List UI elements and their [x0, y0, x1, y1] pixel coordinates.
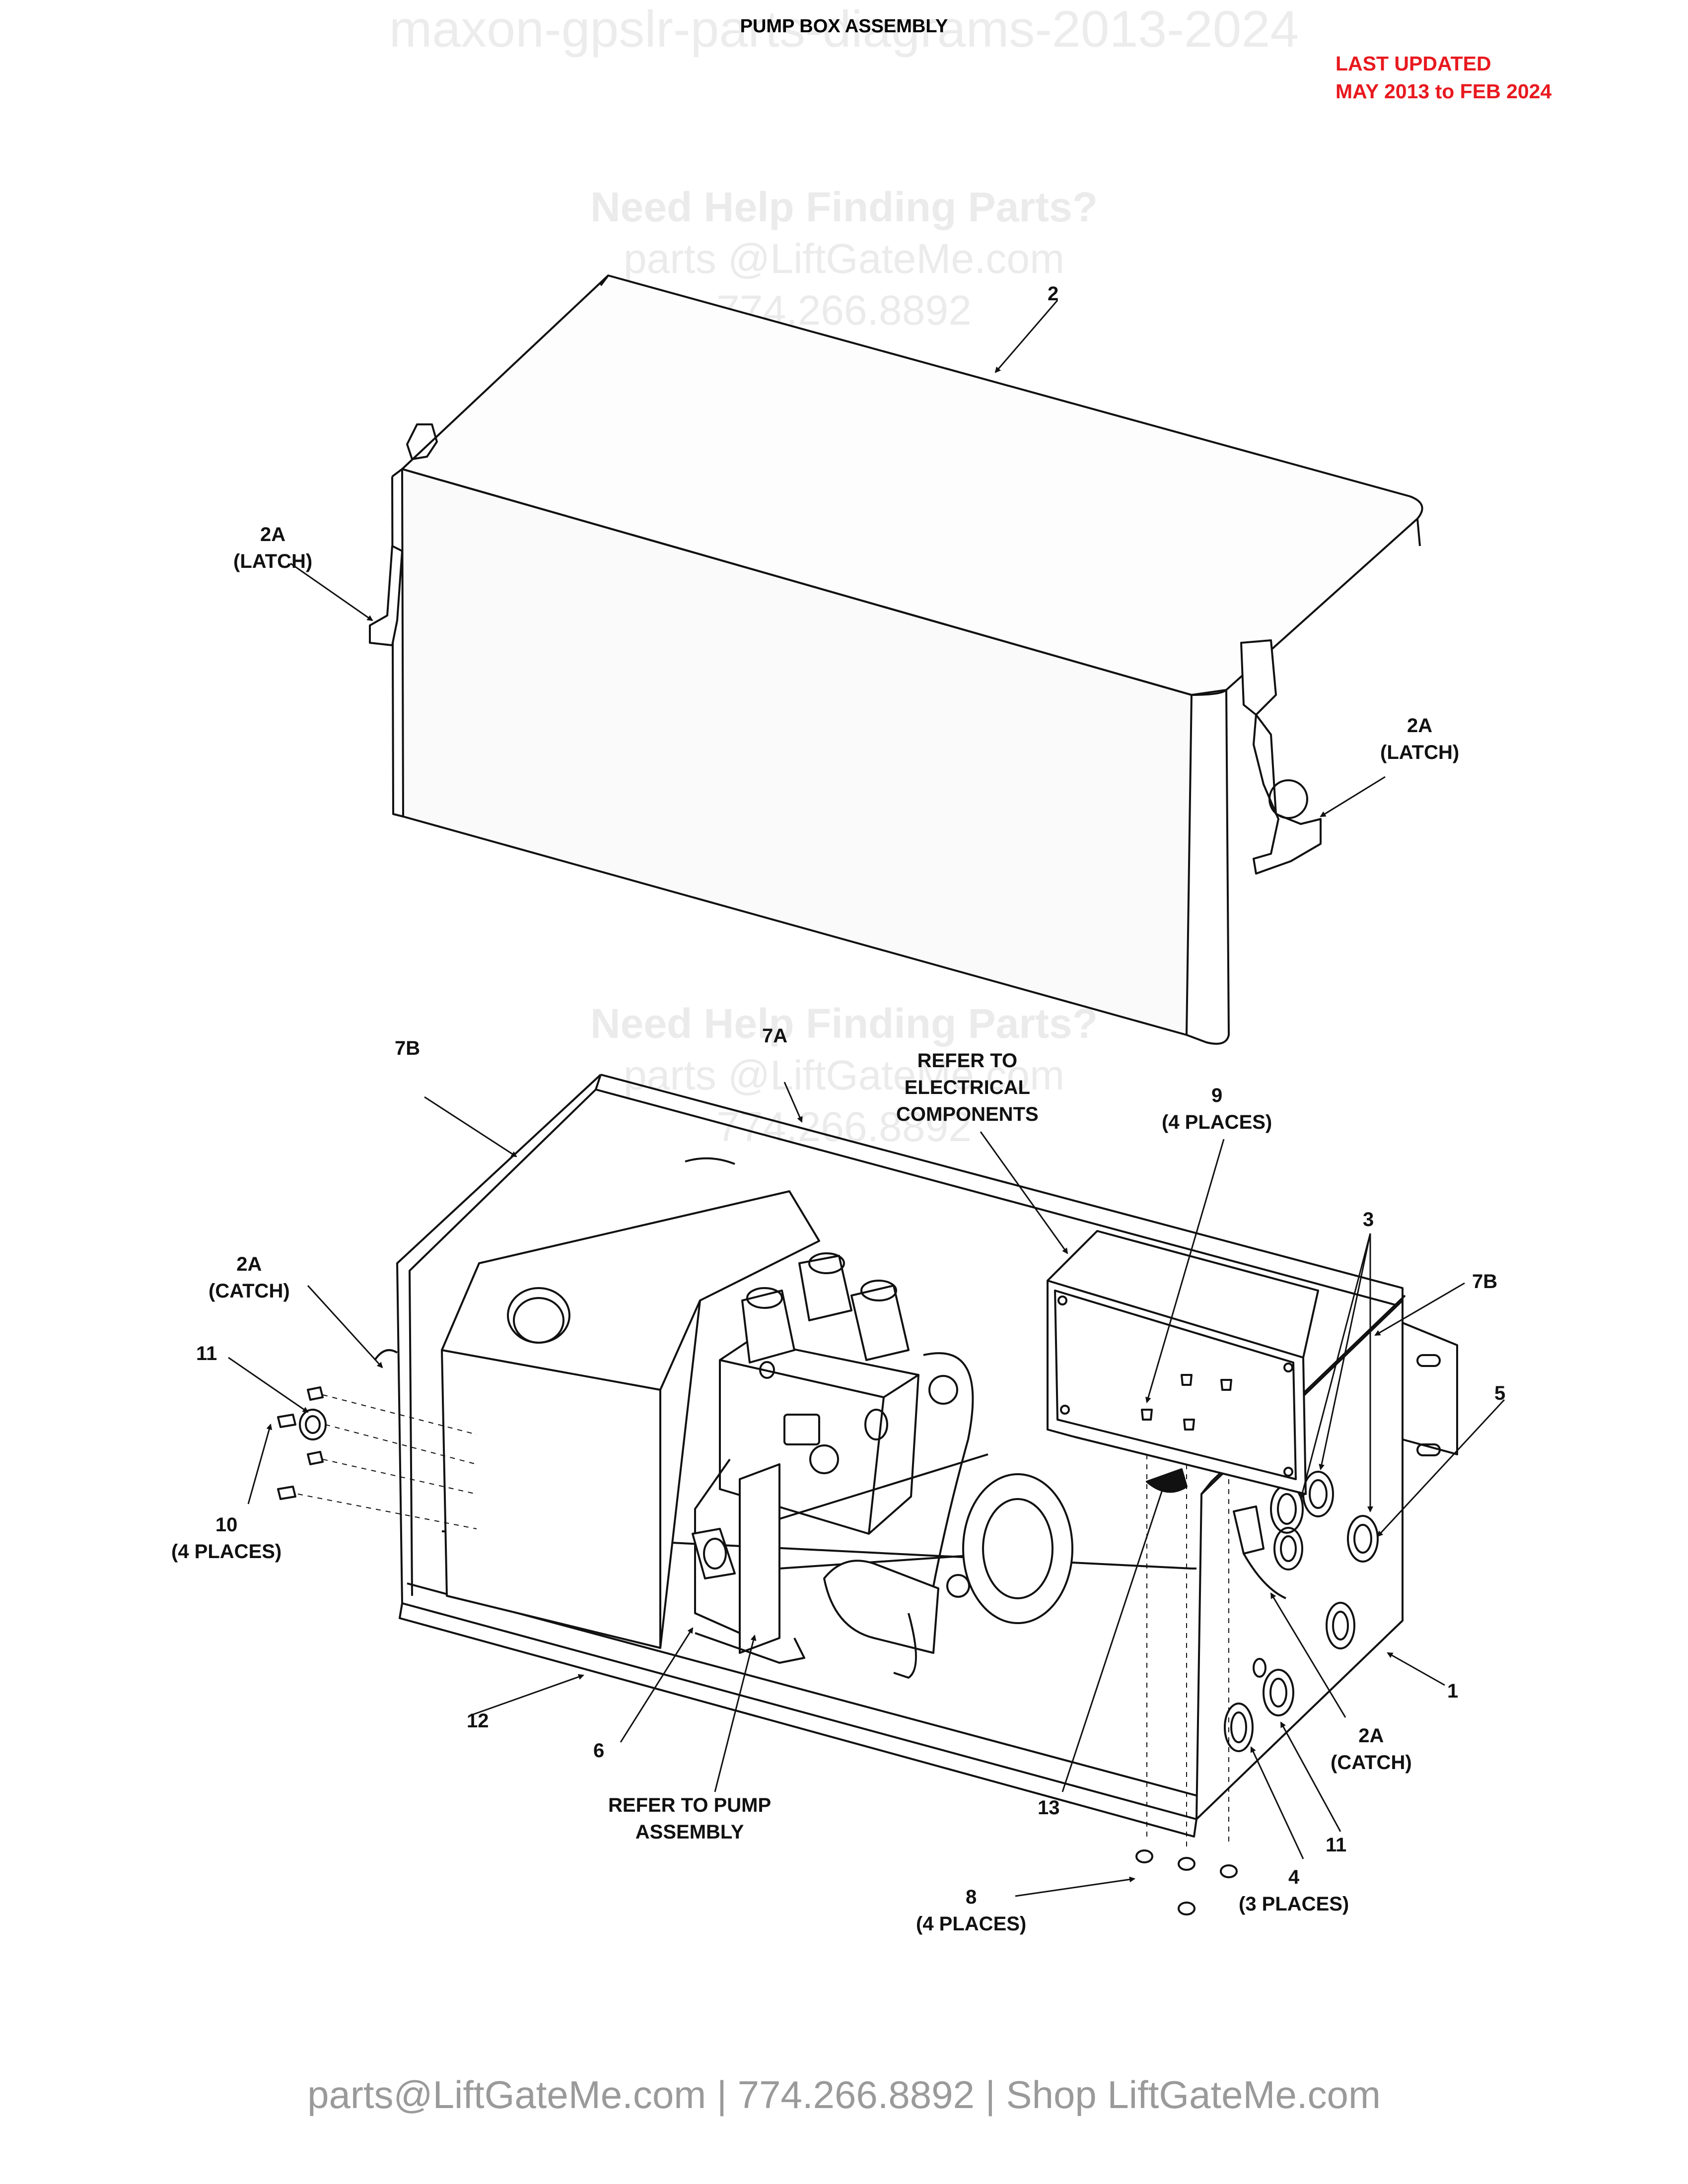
- refer-electrical-line1: REFER TO: [917, 1050, 1018, 1072]
- help-watermark-line1: Need Help Finding Parts?: [590, 184, 1098, 230]
- reservoir-art: [441, 1157, 820, 1649]
- footer-contact: parts@LiftGateMe.com | 774.266.8892 | Sh…: [307, 2073, 1381, 2116]
- help-watermark-line3: 774.266.8892: [716, 1103, 972, 1150]
- callout-5: 5: [1494, 1382, 1506, 1404]
- last-updated-note: LAST UPDATED MAY 2013 to FEB 2024: [1336, 50, 1551, 105]
- callout-3: 3: [1363, 1209, 1374, 1230]
- callout-9-num: 9: [1211, 1085, 1223, 1106]
- help-watermark-middle: Need Help Finding Parts? parts @LiftGate…: [0, 998, 1688, 1153]
- callout-2a-latch-right-num: 2A: [1407, 715, 1433, 737]
- callout-2a-latch-right-desc: (LATCH): [1380, 742, 1460, 763]
- last-updated-line1: LAST UPDATED: [1336, 52, 1491, 75]
- callout-10-desc: (4 PLACES): [171, 1541, 282, 1563]
- fastener-art: [1135, 1374, 1238, 1915]
- callout-8: 8 (4 PLACES): [916, 1884, 1026, 1937]
- help-watermark-line2: parts @LiftGateMe.com: [623, 1052, 1065, 1098]
- callout-1: 1: [1447, 1680, 1459, 1702]
- callout-13: 13: [1038, 1797, 1060, 1819]
- electrical-box-art: [1047, 1230, 1319, 1495]
- callout-refer-electrical: REFER TO ELECTRICAL COMPONENTS: [896, 1047, 1039, 1128]
- latch-left-art: [369, 423, 438, 646]
- callout-2a-latch-left: 2A (LATCH): [233, 521, 312, 575]
- callout-7b-left: 7B: [395, 1037, 421, 1059]
- callout-8-desc: (4 PLACES): [916, 1913, 1027, 1935]
- callout-refer-pump: REFER TO PUMP ASSEMBLY: [608, 1792, 771, 1845]
- callout-7b-right: 7B: [1472, 1271, 1498, 1293]
- callout-6: 6: [593, 1740, 605, 1762]
- watermark-title: maxon-gpslr-parts-diagrams-2013-2024: [389, 0, 1299, 58]
- callout-10: 10 (4 PLACES): [171, 1511, 281, 1565]
- help-watermark-top: Need Help Finding Parts? parts @LiftGate…: [0, 181, 1688, 336]
- callout-2a-catch-right-num: 2A: [1358, 1725, 1384, 1747]
- latch-right-art: [1240, 639, 1322, 875]
- callout-2: 2: [1048, 283, 1059, 305]
- callout-2a-catch-right: 2A (CATCH): [1331, 1722, 1412, 1776]
- callout-2a-catch-right-desc: (CATCH): [1331, 1752, 1412, 1774]
- callout-11-right: 11: [1326, 1834, 1347, 1856]
- motor-art: [692, 1453, 1073, 1679]
- callout-2a-latch-right: 2A (LATCH): [1380, 712, 1459, 766]
- callout-9-desc: (4 PLACES): [1162, 1111, 1272, 1133]
- refer-pump-line2: ASSEMBLY: [635, 1821, 744, 1843]
- callout-9: 9 (4 PLACES): [1162, 1082, 1272, 1136]
- callout-4: 4 (3 PLACES): [1239, 1864, 1349, 1917]
- callout-10-num: 10: [215, 1514, 238, 1536]
- callout-2a-latch-left-num: 2A: [260, 524, 286, 546]
- refer-electrical-line2: ELECTRICAL: [904, 1077, 1030, 1098]
- refer-electrical-line3: COMPONENTS: [896, 1103, 1039, 1125]
- refer-pump-line1: REFER TO PUMP: [608, 1794, 772, 1816]
- callout-8-num: 8: [966, 1886, 977, 1908]
- page-title: PUMP BOX ASSEMBLY: [740, 16, 948, 37]
- callout-11-left: 11: [196, 1343, 217, 1365]
- last-updated-line2: MAY 2013 to FEB 2024: [1336, 80, 1552, 103]
- callout-2a-latch-left-desc: (LATCH): [233, 550, 313, 572]
- help-watermark-line2: parts @LiftGateMe.com: [623, 235, 1065, 282]
- callout-2a-catch-left-desc: (CATCH): [209, 1280, 290, 1302]
- callout-2a-catch-left: 2A (CATCH): [209, 1251, 290, 1304]
- leader-lines: [228, 300, 1505, 1897]
- callout-2a-catch-left-num: 2A: [236, 1253, 262, 1275]
- callout-7a: 7A: [762, 1025, 788, 1047]
- callout-4-num: 4: [1288, 1866, 1300, 1888]
- left-hardware-art: [277, 1349, 477, 1529]
- cover-part: [391, 274, 1423, 1045]
- callout-12: 12: [467, 1710, 489, 1732]
- help-watermark-line1: Need Help Finding Parts?: [590, 1000, 1098, 1047]
- base-box-art: [396, 1074, 1458, 1846]
- callout-4-desc: (3 PLACES): [1239, 1893, 1349, 1915]
